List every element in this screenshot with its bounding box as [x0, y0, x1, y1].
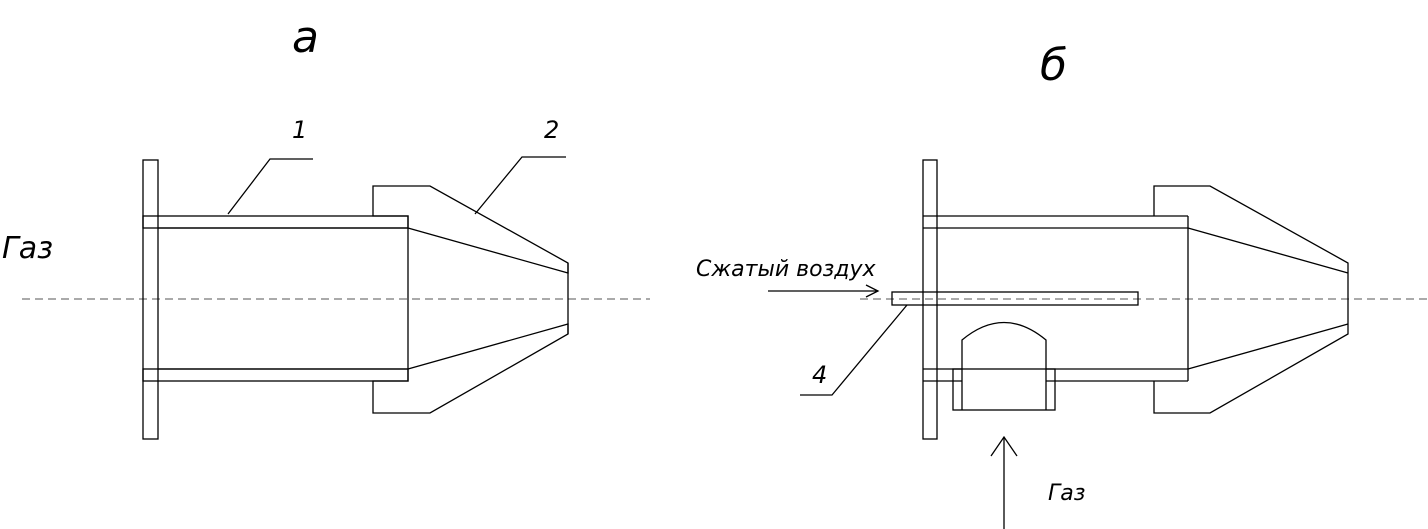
view-a-leader-2 [474, 156, 566, 215]
view-a-label-2: 2 [544, 116, 559, 144]
view-b-gas-arrowhead [990, 435, 1018, 457]
view-b-gas-inlet-dome [961, 321, 1047, 410]
view-a-nozzle-wall-top [372, 185, 569, 274]
view-b-nozzle-inner-bottom [1187, 323, 1349, 370]
view-b: б Сжатый воздух 4 Газ [696, 40, 1428, 529]
view-a: а 1 2 Газ [2, 12, 650, 440]
view-a-nozzle-wall-bottom [372, 323, 569, 414]
view-b-gas-label: Газ [1048, 481, 1085, 506]
view-b-title: б [1040, 40, 1067, 91]
view-b-air-arrowhead [865, 284, 880, 298]
view-a-title: а [292, 12, 319, 63]
view-a-leader-1 [227, 158, 313, 215]
view-b-label-4: 4 [812, 361, 827, 389]
view-b-air-tube [891, 291, 1139, 306]
view-a-pipe-wall-top [142, 215, 409, 229]
view-b-air-label: Сжатый воздух [696, 257, 876, 282]
view-b-flange [922, 159, 938, 440]
view-b-leader-4 [800, 304, 908, 396]
view-b-nozzle-inner-top [1187, 227, 1349, 274]
view-b-nozzle-outline [1153, 185, 1349, 414]
view-a-label-1: 1 [292, 116, 307, 144]
view-b-gas-inlet-box [952, 368, 1056, 411]
view-a-flange [142, 159, 159, 440]
view-a-pipe-wall-bottom [142, 368, 409, 382]
view-a-gas-label: Газ [2, 231, 53, 266]
